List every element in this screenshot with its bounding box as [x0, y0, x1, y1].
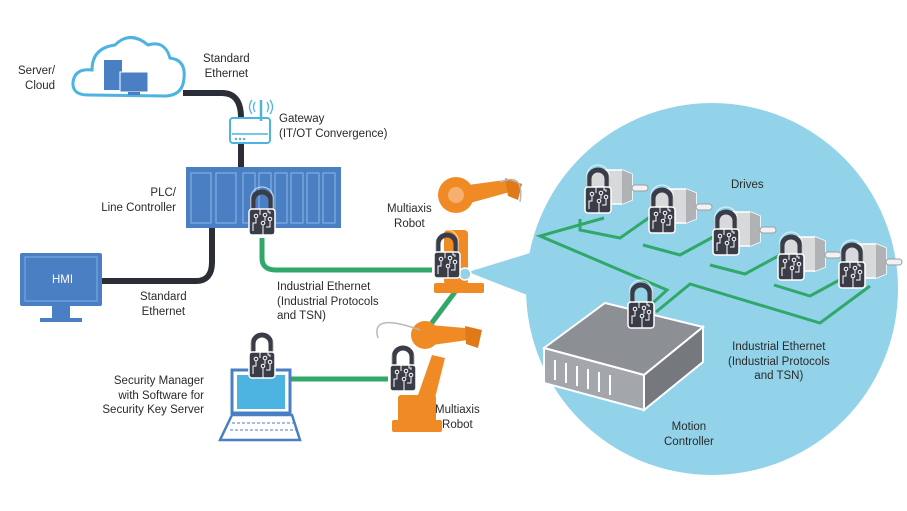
server-cloud-icon [71, 36, 186, 98]
multiaxis-robot-bottom-label: Multiaxis Robot [435, 404, 480, 431]
drive-3-lock-icon [713, 207, 739, 255]
motion-controller-lock-icon [628, 280, 654, 328]
gateway-icon [229, 99, 274, 144]
security-manager-label: Security Manager with Software for Secur… [102, 375, 204, 416]
plc-lock-icon [249, 187, 275, 235]
security-manager-lock-icon [249, 330, 275, 378]
standard-ethernet-bottom-label: Standard Ethernet [140, 291, 187, 318]
robot-bottom-lock-icon [390, 343, 416, 391]
motion-controller-icon [541, 301, 706, 413]
security-manager-laptop-icon [218, 368, 302, 442]
drive-2-lock-icon [649, 185, 675, 233]
industrial-ethernet-left-label: Industrial Ethernet (Industrial Protocol… [277, 281, 379, 322]
multiaxis-robot-top-label: Multiaxis Robot [387, 203, 432, 230]
plc-label: PLC/ Line Controller [101, 187, 176, 214]
hmi-label: HMI [52, 274, 74, 286]
motion-controller-label: Motion Controller [664, 421, 714, 448]
robot-top-lock-icon [434, 230, 460, 278]
drive-4-lock-icon [778, 232, 804, 280]
industrial-ethernet-right-label: Industrial Ethernet (Industrial Protocol… [728, 341, 830, 382]
drive-5-lock-icon [839, 240, 865, 288]
hmi-monitor-icon [20, 253, 102, 322]
server-cloud-label: Server/ Cloud [18, 65, 56, 92]
multiaxis-robot-bottom-icon [392, 321, 482, 432]
standard-ethernet-top-label: Standard Ethernet [203, 53, 250, 80]
drive-1-lock-icon [585, 165, 611, 213]
zoom-pointer [468, 250, 540, 300]
standard-ethernet-cables [102, 90, 244, 284]
drive-network-lines [535, 215, 871, 325]
gateway-label: Gateway (IT/OT Convergence) [279, 113, 388, 140]
drives-label: Drives [731, 179, 764, 191]
